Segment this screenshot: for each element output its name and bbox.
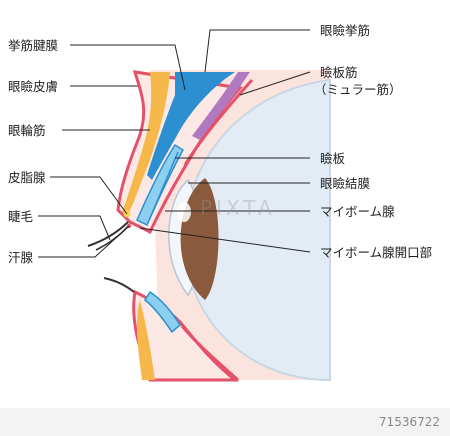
pupil-highlight — [177, 202, 191, 222]
lower-conjunctiva — [180, 325, 240, 382]
leader-levator-aponeurosis — [70, 44, 186, 91]
eyelid-cross-section — [38, 29, 331, 382]
muller-muscle — [192, 72, 250, 140]
leader-eyelash — [38, 215, 111, 241]
leader-sweat-gland — [38, 225, 130, 258]
lower-tarsus — [144, 290, 181, 334]
leader-sebaceous — [50, 176, 128, 215]
label-sweat-gland: 汗腺 — [8, 250, 34, 265]
label-sebaceous-gland: 皮脂腺 — [8, 170, 46, 185]
leader-muller-muscle — [239, 71, 311, 96]
label-levator-muscle: 眼瞼挙筋 — [320, 23, 371, 38]
footer-strip — [0, 408, 450, 436]
label-meibomian-orifice: マイボーム腺開口部 — [320, 245, 433, 260]
label-eyelid-skin: 眼瞼皮膚 — [8, 79, 59, 94]
upper-eyelash-2 — [95, 223, 131, 251]
upper-eyelash — [87, 221, 129, 247]
watermark: PIXTA — [200, 196, 276, 220]
leader-levator-muscle — [204, 29, 310, 73]
label-conjunctiva: 眼瞼結膜 — [320, 176, 371, 191]
leader-meibomian-orifice — [139, 227, 311, 253]
label-tarsal-muscle-sub: （ミュラー筋） — [314, 82, 402, 97]
label-meibomian-gland: マイボーム腺 — [320, 204, 395, 219]
lower-eyelash — [103, 277, 135, 293]
leader-lines-right — [139, 29, 311, 253]
label-orbicularis: 眼輪筋 — [8, 123, 46, 138]
lower-orbicularis — [136, 300, 155, 380]
label-eyelash: 睫毛 — [8, 209, 34, 224]
orbicularis-muscle — [122, 72, 170, 215]
label-tarsal-muscle: 瞼板筋 — [320, 65, 358, 80]
levator-aponeurosis — [147, 72, 235, 180]
image-id: 71536722 — [378, 415, 440, 429]
leader-lines-left — [38, 44, 186, 258]
upper-tarsus — [136, 143, 184, 227]
meibomian-gland-upper — [149, 151, 179, 219]
label-levator-aponeurosis: 挙筋腱膜 — [8, 38, 59, 53]
upper-conjunctiva — [183, 78, 254, 166]
label-tarsus: 瞼板 — [320, 151, 346, 166]
